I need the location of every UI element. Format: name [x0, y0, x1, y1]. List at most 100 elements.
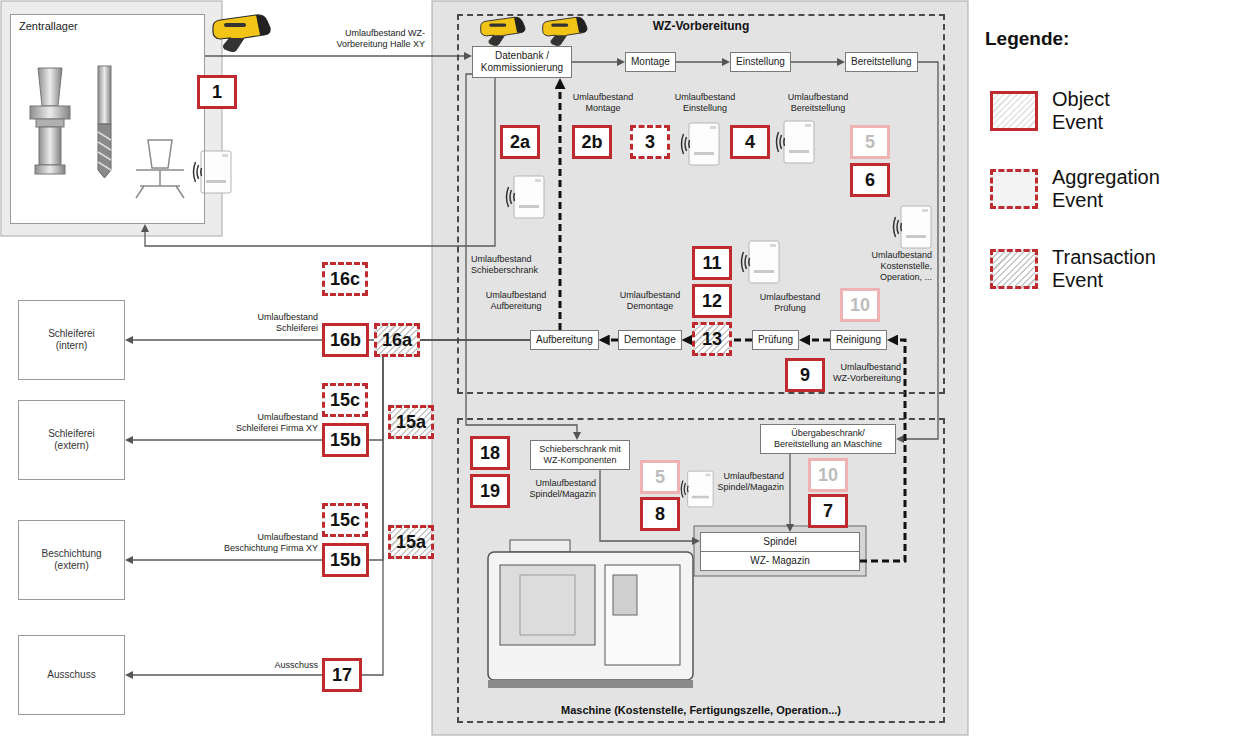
tool-holder-illustration	[30, 68, 70, 174]
cabinet-box: Schieberschrank mit WZ-Komponenten	[530, 440, 630, 470]
tool-holder-illustration	[30, 106, 70, 119]
callout-number: 15c	[322, 503, 368, 537]
label-anchor: 16a	[374, 323, 420, 357]
label-anchor: Umlaufbestand Beschichtung Firma XY	[218, 532, 318, 554]
machine-illustration	[488, 552, 693, 680]
machine-illustration	[510, 540, 570, 552]
callout-number: 15a	[388, 405, 434, 439]
callout-number: 5	[850, 125, 890, 159]
callout-number: 17	[322, 658, 362, 692]
callout-number: 9	[785, 358, 825, 392]
label-anchor: Umlaufbestand Demontage	[618, 290, 682, 312]
tool-cycle-arrow	[693, 339, 752, 342]
end-mill-illustration	[98, 66, 111, 178]
end-mill-illustration	[98, 124, 111, 178]
barcode-scanner	[213, 15, 270, 51]
node-text: Prüfung	[758, 334, 793, 346]
inventory-label: Umlaufbestand Bereitstellung	[786, 92, 850, 114]
label-anchor: 18	[470, 436, 510, 470]
node-text: Schleiferei (intern)	[36, 328, 108, 352]
legend-entry: Object Event	[990, 88, 1230, 134]
tool-holder-illustration	[35, 165, 65, 174]
machine-illustration	[520, 575, 575, 635]
callout-number: 10	[808, 458, 848, 492]
label-anchor: Umlaufbestand WZ-Vorbereitung	[829, 362, 901, 384]
label-anchor: 1	[197, 75, 237, 109]
label-anchor: 13	[692, 322, 732, 356]
flow-arrow	[789, 454, 790, 524]
flow-arrow	[466, 74, 577, 432]
callout-number: 12	[692, 284, 732, 318]
callout-number: 10	[840, 288, 880, 322]
magazine-box: WZ- Magazin	[700, 551, 860, 571]
label-anchor: Umlaufbestand Prüfung	[758, 292, 822, 314]
station-box: Einstellung	[730, 52, 791, 72]
machine-illustration	[613, 575, 637, 615]
label-anchor: 10	[840, 288, 880, 322]
station-box: Aufbereitung	[530, 330, 599, 350]
legend-entry: Aggregation Event	[990, 166, 1230, 212]
node-text: Aufbereitung	[536, 334, 593, 346]
tool-holder-illustration	[36, 119, 64, 127]
external-box: Beschichtung (extern)	[18, 520, 125, 600]
station-box: Prüfung	[752, 330, 799, 350]
callout-number: 16a	[374, 323, 420, 357]
label-anchor: Legende:	[985, 28, 1069, 50]
barcode-scanner	[543, 17, 587, 45]
rfid-reader	[894, 206, 932, 248]
label-anchor: 15a	[388, 525, 434, 559]
node-text: Maschine (Kostenstelle, Fertigungszelle,…	[561, 704, 841, 716]
label-anchor: 5	[640, 460, 680, 494]
callout-number: 16c	[322, 262, 368, 296]
rfid-reader	[507, 176, 545, 218]
external-box: Schleiferei (intern)	[18, 300, 125, 380]
edge-label: Umlaufbestand Schieberschrank	[471, 254, 541, 276]
label-anchor: 12	[692, 284, 732, 318]
process-region: WZ-VorbereitungDatenbank / Kommissionier…	[457, 14, 945, 394]
end-mill-illustration	[98, 132, 111, 170]
node-text: Schieberschrank mit WZ-Komponenten	[536, 444, 624, 466]
tool-stand-illustration	[148, 140, 172, 168]
callout-number: 4	[730, 125, 770, 159]
node-text: Demontage	[624, 334, 676, 346]
edge-label: Ausschuss	[250, 660, 318, 671]
label-anchor: Umlaufbestand Spindel/Magazin	[524, 478, 596, 500]
edge-label: Umlaufbestand WZ-Vorbereitung	[829, 362, 901, 384]
callout-number: 13	[692, 322, 732, 356]
callout-number: 1	[197, 75, 237, 109]
callout-number: 18	[470, 436, 510, 470]
station-box: Reinigung	[830, 330, 887, 350]
tool-cycle-arrow	[860, 340, 905, 561]
legend-text: Transaction Event	[1052, 246, 1164, 292]
node-text: Schleiferei (extern)	[36, 428, 108, 452]
label-anchor: 2b	[572, 125, 612, 159]
label-anchor: Umlaufbestand WZ-Vorbereitung Halle XY	[300, 28, 425, 50]
callout-number: 7	[808, 494, 848, 528]
label-anchor: Umlaufbestand Montage	[571, 92, 635, 114]
inventory-label: Umlaufbestand Einstellung	[673, 92, 737, 114]
label-anchor: 15b	[322, 423, 369, 457]
node-text: Zentrallager	[19, 20, 196, 33]
tool-stand-illustration	[136, 140, 184, 198]
label-anchor: 16c	[322, 262, 368, 296]
rfid-reader	[681, 471, 713, 507]
edge-label: Umlaufbestand Spindel/Magazin	[714, 471, 784, 493]
callout-number: 8	[640, 497, 680, 531]
legend-swatch	[990, 91, 1038, 131]
callout-number: 3	[630, 125, 670, 159]
machine-illustration	[605, 565, 680, 665]
tool-cycle-arrow	[610, 339, 618, 342]
label-anchor: 10	[808, 458, 848, 492]
label-anchor: Umlaufbestand Schleiferei Firma XY	[218, 412, 318, 434]
tool-holder-illustration	[38, 68, 62, 106]
flow-arrow	[133, 340, 530, 675]
external-box: Ausschuss	[18, 635, 125, 715]
legend-entry: Transaction Event	[990, 246, 1230, 292]
flow-arrow	[904, 62, 938, 439]
callout-number: 5	[640, 460, 680, 494]
machine-illustration	[500, 565, 595, 645]
label-anchor: Umlaufbestand Spindel/Magazin	[714, 471, 784, 493]
